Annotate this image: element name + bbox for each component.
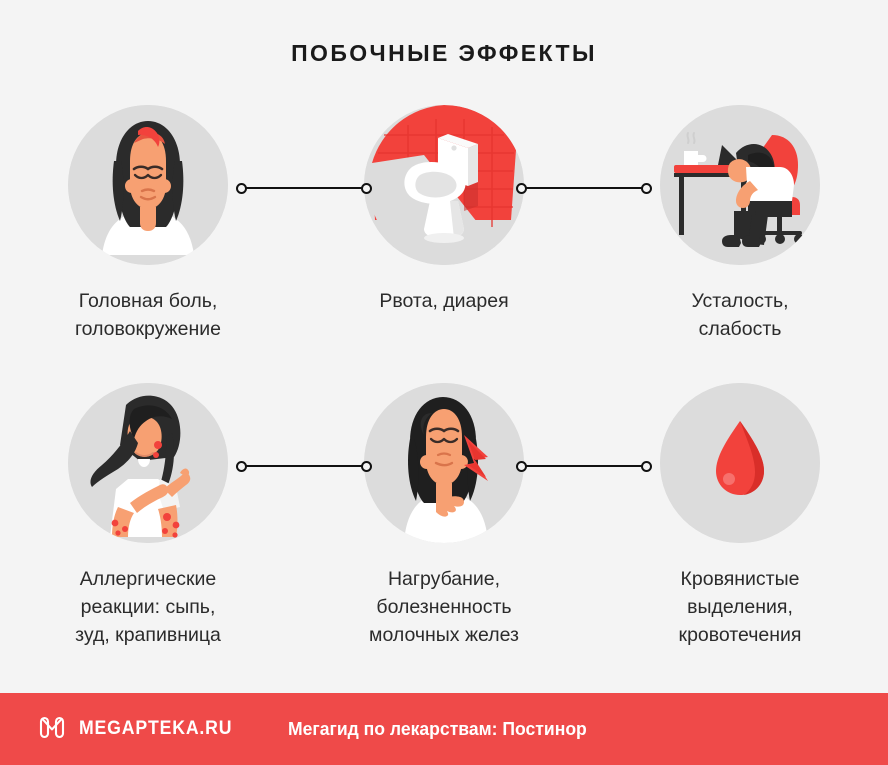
footer-tagline: Мегагид по лекарствам: Постинор — [287, 718, 587, 739]
effect-caption: Рвота, диарея — [379, 290, 509, 312]
effects-row: Аллергические реакции: сыпь, зуд, крапив… — [0, 383, 888, 661]
effect-caption: Головная боль, головокружение — [74, 290, 222, 340]
effect-caption: Кровянистые выделения, кровотечения — [678, 568, 802, 646]
effect-item: Кровянистые выделения, кровотечения — [592, 383, 888, 661]
toilet-icon — [364, 105, 524, 265]
effect-item: Рвота, диарея — [296, 105, 592, 383]
effect-item: Нагрубание, болезненность молочных желез — [296, 383, 592, 661]
effect-item: Усталость, слабость — [592, 105, 888, 383]
effect-caption: Усталость, слабость — [691, 290, 789, 340]
footer-bar: MEGAPTEKA.RU Мегагид по лекарствам: Пост… — [0, 693, 888, 765]
footer-brand-name: MEGAPTEKA.RU — [79, 718, 233, 739]
allergy-rash-woman-icon — [68, 383, 228, 543]
headache-woman-icon — [68, 105, 228, 265]
breast-pain-woman-icon — [364, 383, 524, 543]
megapteka-m-logo-icon — [37, 714, 67, 744]
effect-caption: Аллергические реакции: сыпь, зуд, крапив… — [75, 568, 221, 646]
effect-item: Головная боль, головокружение — [0, 105, 296, 383]
blood-drop-icon — [660, 383, 820, 543]
effect-item: Аллергические реакции: сыпь, зуд, крапив… — [0, 383, 296, 661]
effects-row: Головная боль, головокружение — [0, 105, 888, 383]
page-title: ПОБОЧНЫЕ ЭФФЕКТЫ — [291, 40, 597, 66]
effect-caption: Нагрубание, болезненность молочных желез — [369, 568, 519, 646]
tired-woman-desk-icon — [660, 105, 820, 265]
effects-grid: Головная боль, головокружение — [0, 105, 888, 661]
